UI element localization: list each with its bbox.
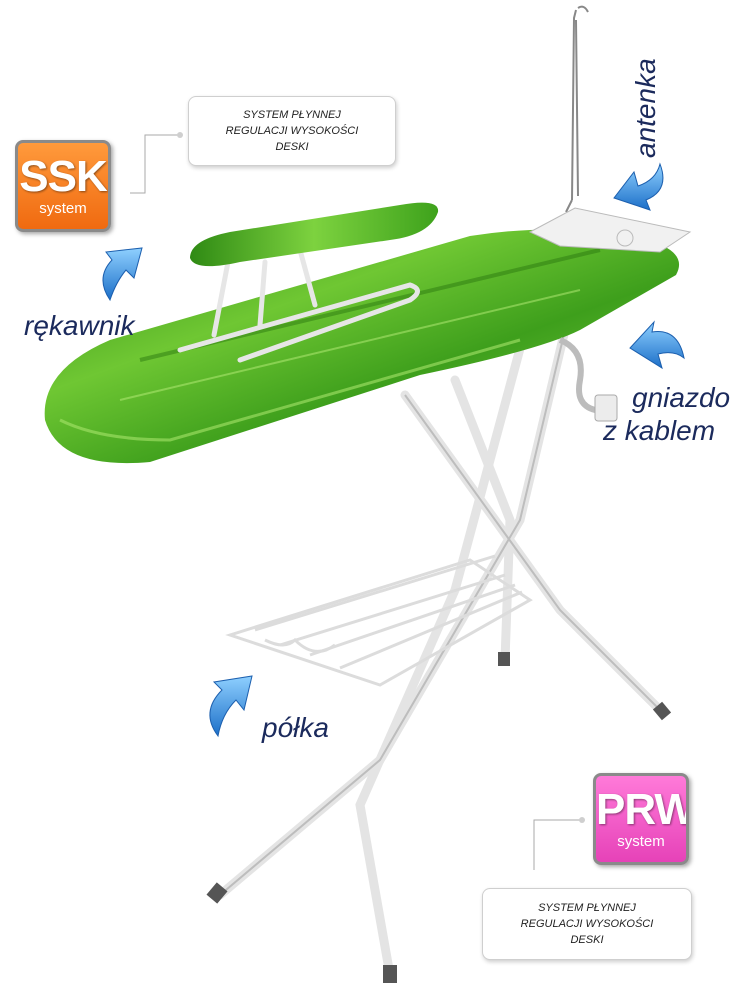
badge-subtitle: system	[39, 200, 87, 217]
callout-line: DESKI	[275, 141, 309, 153]
callout-height-adjustment-top: SYSTEM PŁYNNEJ REGULACJI WYSOKOŚCI DESKI	[188, 96, 396, 166]
curved-arrow-icon	[102, 247, 143, 302]
callout-line: SYSTEM PŁYNNEJ	[538, 902, 636, 914]
label-gniazdo: gniazdo	[632, 382, 731, 413]
label-antenka: antenka	[630, 58, 661, 158]
label-polka: półka	[262, 712, 329, 743]
badge-title: SSK	[19, 152, 107, 201]
callout-height-adjustment-bottom: SYSTEM PŁYNNEJ REGULACJI WYSOKOŚCI DESKI	[482, 888, 692, 960]
callout-line: SYSTEM PŁYNNEJ	[243, 109, 341, 121]
prw-system-badge: PRW system	[593, 773, 689, 865]
callout-line: REGULACJI WYSOKOŚCI	[520, 918, 654, 930]
label-z-kablem: z kablem	[603, 415, 716, 446]
curved-arrow-icon	[629, 320, 685, 370]
curved-arrow-icon	[613, 162, 664, 211]
badge-title: PRW	[596, 785, 689, 834]
badge-subtitle: system	[617, 833, 665, 850]
label-rekawnik: rękawnik	[24, 310, 135, 341]
ssk-system-badge: SSK system	[15, 140, 111, 232]
callout-line: DESKI	[570, 934, 604, 946]
curved-arrow-icon	[209, 675, 253, 738]
callout-line: REGULACJI WYSOKOŚCI	[225, 125, 359, 137]
